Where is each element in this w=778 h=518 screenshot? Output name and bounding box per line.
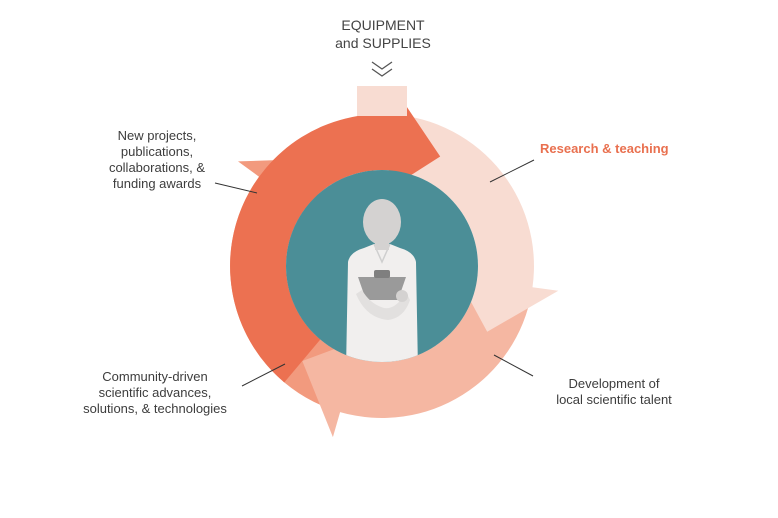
cycle-ring	[230, 88, 559, 438]
label-line: Development of	[568, 376, 660, 391]
equipment-title: EQUIPMENT and SUPPLIES	[300, 16, 466, 52]
arrow-talent	[302, 282, 532, 438]
leader-lines	[214, 159, 535, 387]
label-local-talent: Development of local scientific talent	[534, 376, 694, 408]
label-line: local scientific talent	[556, 392, 672, 407]
equipment-title-line2: and SUPPLIES	[335, 35, 431, 51]
arrow-projects	[230, 88, 441, 383]
leader-line-projects	[214, 182, 258, 194]
label-line: Community-driven	[102, 369, 208, 384]
leader-line-research	[489, 159, 535, 183]
label-community-driven: Community-driven scientific advances, so…	[60, 369, 250, 417]
label-line: scientific advances,	[98, 385, 212, 400]
label-line: New projects,	[117, 128, 197, 143]
scientist-with-clipboard-icon	[346, 199, 418, 362]
label-research-teaching: Research & teaching	[540, 141, 669, 156]
double-chevron-down-icon	[371, 61, 393, 77]
arrow-research	[382, 114, 559, 332]
equipment-entry-tab	[357, 86, 407, 116]
leader-line-talent	[493, 354, 534, 377]
equipment-title-line1: EQUIPMENT	[341, 17, 425, 33]
label-line: collaborations, &	[108, 160, 206, 175]
leader-line-community	[241, 363, 286, 387]
label-line: solutions, & technologies	[83, 401, 227, 416]
label-new-projects: New projects, publications, collaboratio…	[92, 128, 222, 192]
label-line: funding awards	[112, 176, 202, 191]
label-line: publications,	[120, 144, 194, 159]
